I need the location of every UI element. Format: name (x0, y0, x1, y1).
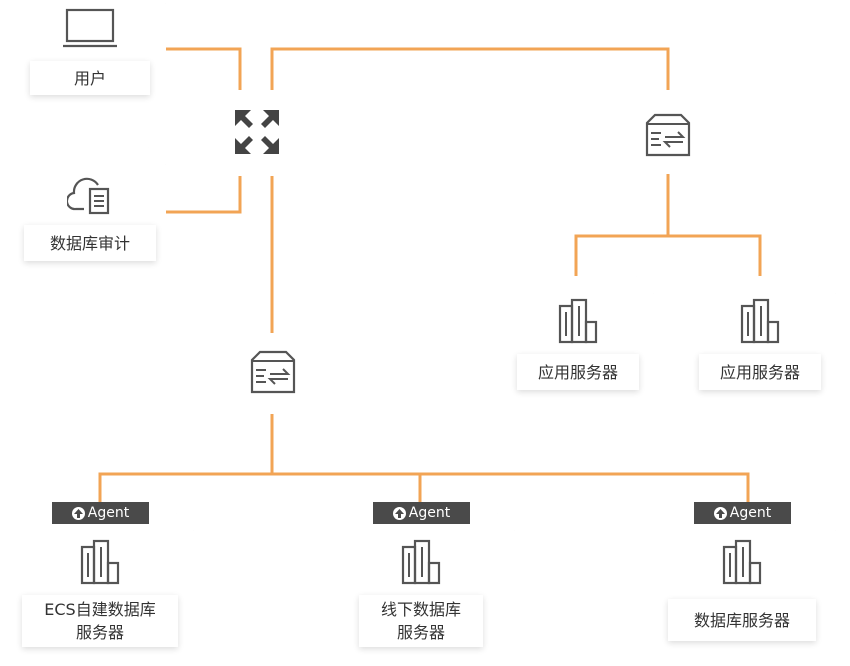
upload-icon (713, 506, 727, 520)
server-icon (555, 298, 601, 346)
switch-to-top-balancer-line (270, 47, 670, 90)
agent-badge-label: Agent (408, 505, 451, 521)
upload-icon (71, 506, 85, 520)
cloud-database-icon (67, 169, 113, 215)
top-balancer-to-app-servers-line (574, 174, 762, 276)
app-server-label: 应用服务器 (517, 354, 639, 390)
database-server-label: 数据库服务器 (668, 599, 816, 641)
upload-icon (392, 506, 406, 520)
database-audit-card: 数据库审计 (14, 147, 166, 277)
switch-icon (235, 110, 279, 154)
server-icon (737, 298, 783, 346)
database-server-card: 线下数据库 服务器 (327, 513, 515, 663)
bottom-load-balancer-icon (250, 350, 296, 394)
database-audit-label: 数据库审计 (24, 225, 156, 261)
agent-badge: Agent (694, 502, 791, 524)
agent-badge-label: Agent (87, 505, 130, 521)
server-icon (77, 539, 123, 587)
user-to-switch-line (166, 47, 242, 90)
agent-badge-label: Agent (729, 505, 772, 521)
audit-to-switch-line (166, 176, 242, 214)
monitor-icon (63, 8, 117, 48)
user-card: 用户 (14, 0, 166, 114)
server-icon (719, 539, 765, 587)
server-icon (398, 539, 444, 587)
app-server-label: 应用服务器 (699, 354, 821, 390)
top-load-balancer-icon (645, 113, 691, 157)
bottom-balancer-to-db-servers-line (98, 414, 750, 502)
app-server-card: 应用服务器 (684, 276, 836, 403)
user-label: 用户 (30, 61, 150, 95)
agent-badge: Agent (52, 502, 149, 524)
database-server-label: ECS自建数据库 服务器 (22, 595, 178, 647)
database-server-card: 数据库服务器 (648, 513, 836, 663)
agent-badge: Agent (373, 502, 470, 524)
database-server-card: ECS自建数据库 服务器 (6, 513, 194, 663)
database-server-label: 线下数据库 服务器 (359, 595, 483, 647)
app-server-card: 应用服务器 (502, 276, 654, 403)
